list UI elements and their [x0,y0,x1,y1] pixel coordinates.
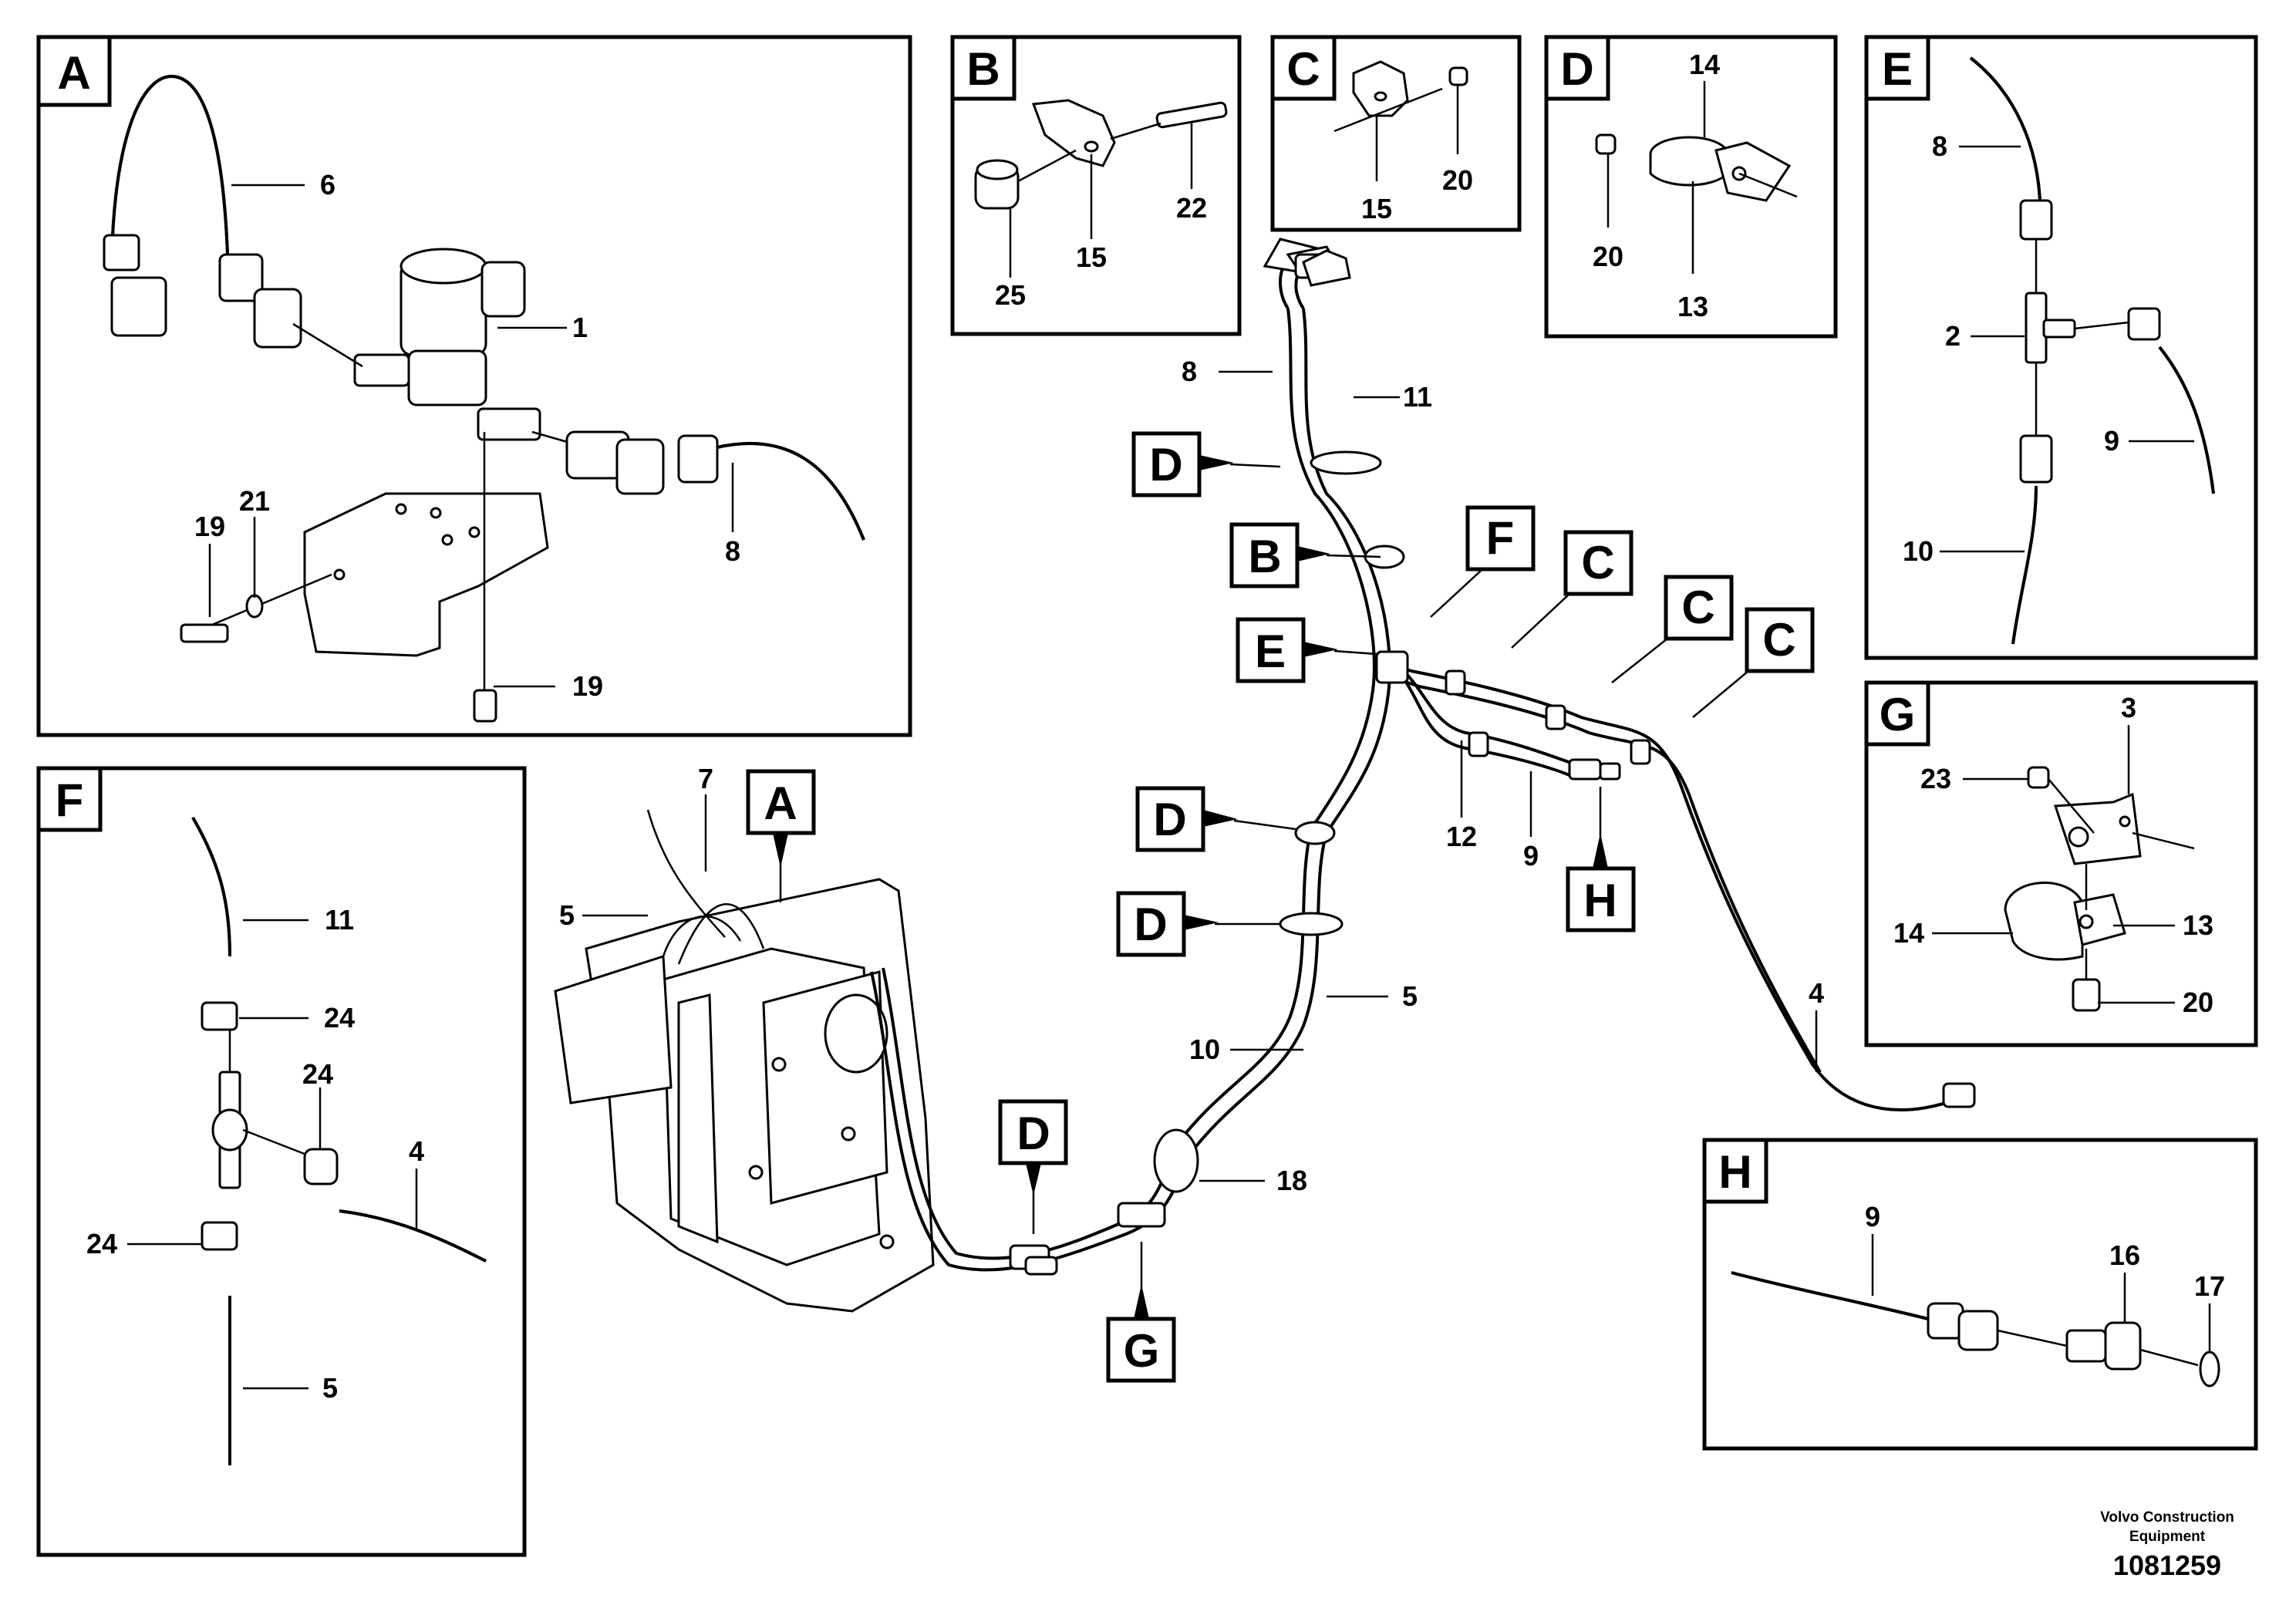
ref-tag-h: H [1566,787,1636,932]
panel-h-label: H [1718,1146,1752,1198]
callout-a-19-bottom: 19 [572,670,603,702]
ref-tag-b-label: B [1248,531,1281,582]
ref-tag-d-3: D [1116,891,1280,957]
ref-tag-a: A [746,769,816,902]
callout-c-15: 15 [1361,193,1392,224]
panel-d-label: D [1560,43,1593,95]
detail-panel-e: E 8 2 9 10 [1864,35,2258,660]
panel-c-label: C [1286,43,1320,95]
drawing-footer: Volvo Construction Equipment 1081259 [2100,1509,2234,1581]
callout-a-19-top: 19 [194,511,225,542]
panel-b-label: B [966,43,1000,95]
callout-f-24-mid: 24 [302,1058,333,1090]
callout-g-3: 3 [2121,692,2136,723]
ref-tag-d-2-label: D [1153,794,1186,845]
callout-f-4: 4 [409,1135,424,1167]
detail-panel-b: B 22 15 25 [950,35,1242,336]
callout-h-16: 16 [2109,1239,2140,1271]
callout-g-13: 13 [2183,909,2213,941]
main-assembly: D B F C C C E [554,238,1976,1383]
ref-tag-e-label: E [1255,626,1286,677]
callout-d-14: 14 [1689,49,1720,80]
ref-tag-f: F [1430,505,1536,618]
callout-main-12: 12 [1446,821,1477,852]
callout-f-11: 11 [325,904,354,936]
panel-a-label: A [57,47,90,99]
detail-panel-a: A 6 [36,35,912,737]
detail-panel-f: F 11 24 24 4 24 5 [36,766,527,1557]
detail-panel-g: G 3 23 14 13 20 [1864,680,2258,1047]
callout-f-24-top: 24 [324,1002,355,1034]
callout-b-15: 15 [1076,241,1107,273]
ref-tag-d-2: D [1135,786,1296,852]
callout-b-25: 25 [995,279,1026,311]
callout-main-10: 10 [1189,1034,1220,1065]
callout-e-8: 8 [1932,130,1947,162]
ref-tag-c-3-label: C [1762,614,1795,666]
ref-tag-d-1-label: D [1149,439,1182,491]
callout-main-7: 7 [698,763,713,794]
callout-h-17: 17 [2194,1270,2225,1302]
maker-line-1: Volvo Construction [2100,1509,2234,1526]
callout-f-5: 5 [322,1372,338,1404]
callout-main-11: 11 [1403,381,1432,413]
callout-a-6: 6 [320,169,335,201]
callout-e-10: 10 [1903,535,1934,567]
ref-tag-g-label: G [1124,1325,1160,1377]
callout-e-9: 9 [2104,425,2119,457]
detail-panel-c: C 15 20 [1270,35,1522,232]
callout-c-20: 20 [1442,164,1473,196]
panel-g-label: G [1880,689,1916,740]
callout-g-14: 14 [1893,917,1924,949]
ref-tag-a-label: A [764,777,797,829]
ref-tag-f-label: F [1486,512,1515,564]
panel-e-label: E [1882,43,1913,95]
ref-tag-c-1-label: C [1581,537,1614,588]
detail-panel-d: D 14 20 13 [1544,35,1838,339]
callout-g-23: 23 [1920,763,1951,794]
ref-tag-d-4-label: D [1017,1108,1050,1159]
ref-tag-c-3: C [1692,607,1815,718]
callout-main-9: 9 [1523,840,1539,872]
ref-tag-d-1: D [1131,431,1281,497]
drawing-number: 1081259 [2113,1549,2221,1581]
callout-main-18: 18 [1276,1165,1307,1196]
ref-tag-c-2-label: C [1681,582,1714,633]
callout-main-8: 8 [1182,356,1197,387]
callout-main-4: 4 [1809,977,1824,1009]
ref-tag-c-1: C [1511,530,1633,649]
callout-a-21: 21 [239,485,270,517]
ref-tag-d-4: D [998,1099,1068,1234]
ref-tag-c-2: C [1611,575,1734,683]
callout-d-20: 20 [1593,241,1623,272]
callout-main-5-right: 5 [1402,980,1418,1012]
ref-tag-e: E [1236,617,1377,683]
callout-f-24-bottom: 24 [86,1228,117,1259]
callout-e-2: 2 [1945,320,1961,352]
ref-tag-d-3-label: D [1134,899,1167,950]
callout-d-13: 13 [1677,291,1708,322]
ref-tag-g: G [1106,1242,1176,1383]
callout-a-8: 8 [725,535,740,567]
callout-main-5-left: 5 [559,899,575,931]
maker-line-2: Equipment [2129,1529,2206,1545]
callout-b-22: 22 [1176,192,1207,224]
callout-a-1: 1 [572,312,588,343]
callout-h-9: 9 [1865,1201,1880,1233]
ref-tag-b: B [1229,522,1381,588]
detail-panel-h: H 9 16 17 [1702,1138,2258,1451]
ref-tag-h-label: H [1583,875,1617,926]
callout-g-20: 20 [2183,986,2213,1018]
panel-f-label: F [56,774,84,826]
